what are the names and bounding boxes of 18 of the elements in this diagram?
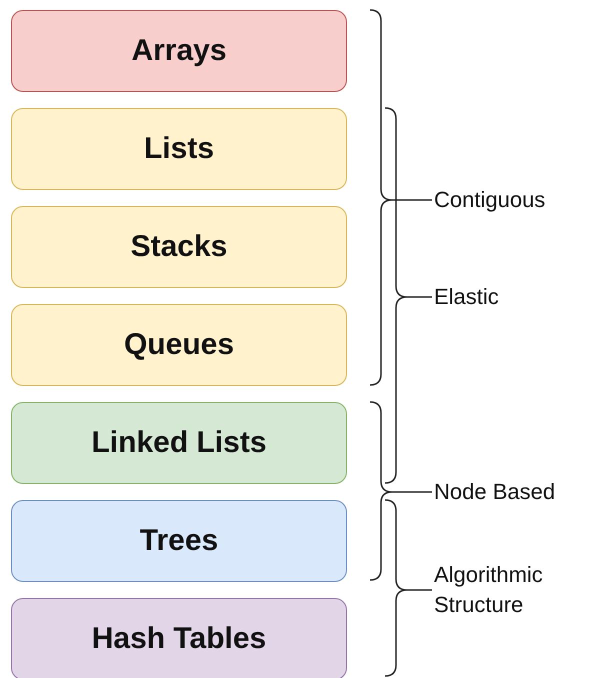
category-box [11,402,347,484]
category-box [11,108,347,190]
category-box [11,598,347,678]
box-label: Lists [144,132,214,166]
box-label: Linked Lists [91,426,267,460]
box-label: Stacks [130,230,228,264]
bracket-label: Node Based [434,478,556,506]
bracket-label: Contiguous [434,186,546,214]
category-box [11,206,347,288]
box-label: Arrays [131,34,227,68]
bracket-label: Elastic [434,283,500,311]
box-label: Queues [124,328,234,362]
category-box [11,500,347,582]
category-box [11,10,347,92]
box-label: Trees [140,524,218,558]
bracket-label: Algorithmic Structure [434,561,544,619]
box-label: Hash Tables [92,622,266,656]
category-box [11,304,347,386]
